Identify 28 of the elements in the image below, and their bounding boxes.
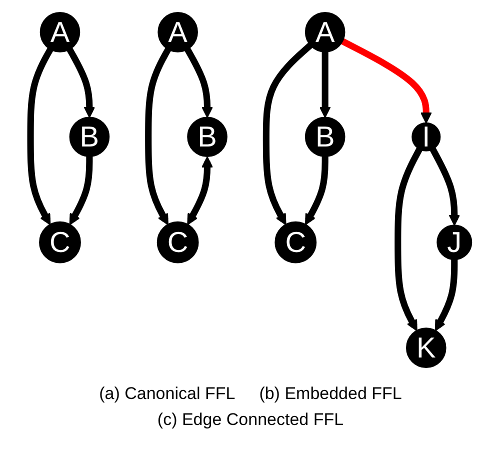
node-circle: B — [186, 116, 227, 158]
arrow — [394, 148, 422, 332]
arrow — [434, 259, 458, 332]
caption-text: (c) Edge Connected FFL — [157, 410, 344, 430]
caption-text: (b) Embedded FFL — [259, 384, 402, 404]
arrow — [68, 156, 92, 226]
arrow — [340, 38, 432, 124]
node-circle: C — [274, 221, 316, 264]
arrow — [144, 48, 171, 226]
node-circle: B — [304, 116, 345, 158]
node-circle: A — [39, 12, 80, 52]
node-circle: B — [68, 116, 110, 158]
arrow — [184, 48, 213, 118]
node-circle: C — [38, 221, 80, 264]
node-circle: C — [156, 221, 198, 264]
node-circle: J — [436, 224, 472, 260]
arrow — [304, 156, 328, 226]
arrow — [66, 48, 95, 118]
arrow — [429, 148, 460, 226]
node-circle: I — [411, 122, 440, 152]
caption-text: (a) Canonical FFL — [99, 384, 236, 404]
node-circle: K — [405, 328, 446, 368]
arrow — [262, 42, 312, 226]
arrow — [186, 156, 213, 226]
node-circle: A — [157, 12, 198, 52]
arrow — [26, 48, 53, 226]
arrow — [318, 52, 330, 118]
node-circle: A — [304, 12, 345, 52]
